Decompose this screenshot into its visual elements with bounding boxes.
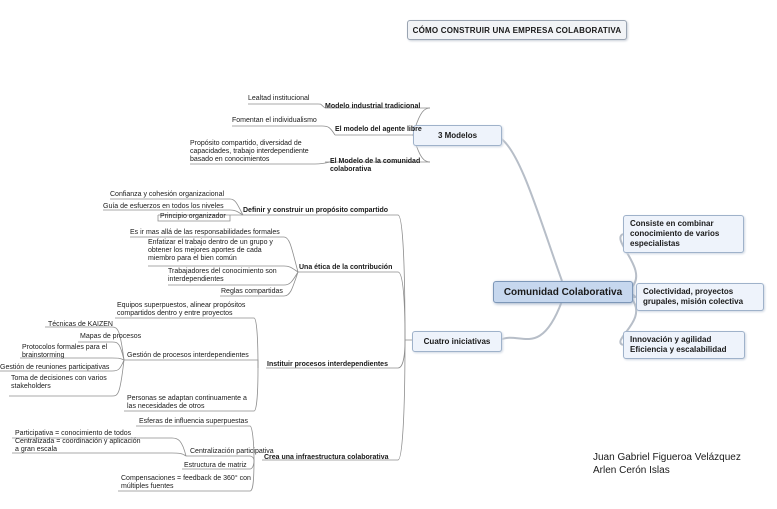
node-cuatro-iniciativas[interactable]: Cuatro iniciativas bbox=[412, 331, 502, 352]
gestion-item-mapas: Mapas de procesos bbox=[80, 333, 142, 340]
proposito-label[interactable]: Definir y construir un propósito compart… bbox=[243, 207, 389, 214]
procesos-equipos: Equipos superpuestos, alinear propósitos… bbox=[117, 302, 246, 317]
etica-detail-1: Es ir mas allá de las responsabilidades … bbox=[130, 229, 280, 236]
etica-detail-4: Reglas compartidas bbox=[221, 288, 283, 295]
procesos-personas: Personas se adaptan continuamente a las … bbox=[127, 395, 247, 410]
right-node-combinar[interactable]: Consiste en combinar conocimiento de var… bbox=[623, 215, 744, 253]
central-topic[interactable]: Comunidad Colaborativa bbox=[493, 281, 633, 303]
right-node-colectividad[interactable]: Colectividad, proyectos grupales, misión… bbox=[636, 283, 764, 311]
gestion-item-stakeholders: Toma de decisiones con varios stakeholde… bbox=[11, 375, 107, 390]
gestion-item-kaizen: Técnicas de KAIZEN bbox=[48, 321, 113, 328]
proposito-detail-2: Guía de esfuerzos en todos los niveles bbox=[103, 203, 224, 210]
author-2: Arlen Cerón Islas bbox=[593, 465, 670, 476]
modelo-agente-detail: Fomentan el individualismo bbox=[232, 117, 317, 124]
node-3-modelos[interactable]: 3 Modelos bbox=[413, 125, 502, 146]
proposito-detail-3: Principio organizador bbox=[160, 213, 226, 220]
procesos-label[interactable]: Instituir procesos interdependientes bbox=[267, 361, 388, 368]
gestion-item-brainstorming: Protocolos formales para el brainstormin… bbox=[22, 344, 108, 359]
procesos-gestion[interactable]: Gestión de procesos interdependientes bbox=[127, 352, 249, 359]
modelo-industrial-detail: Lealtad institucional bbox=[248, 95, 310, 102]
gestion-item-reuniones: Gestión de reuniones participativas bbox=[0, 364, 110, 371]
infra-matriz: Estructura de matriz bbox=[184, 462, 247, 469]
infra-centralizada: Centralizada = coordinación y aplicación… bbox=[15, 438, 141, 453]
infra-compensaciones: Compensaciones = feedback de 360° con mú… bbox=[121, 475, 251, 490]
modelo-comunidad-label[interactable]: El Modelo de la comunidad colaborativa bbox=[330, 158, 421, 173]
modelo-agente-label[interactable]: El modelo del agente libre bbox=[335, 126, 422, 133]
etica-label[interactable]: Una ética de la contribución bbox=[299, 264, 393, 271]
etica-detail-3: Trabajadores del conocimiento son interd… bbox=[168, 268, 277, 283]
infra-centralizacion[interactable]: Centralización participativa bbox=[190, 448, 274, 455]
proposito-detail-1: Confianza y cohesión organizacional bbox=[110, 191, 225, 198]
infra-esferas: Esferas de influencia superpuestas bbox=[139, 418, 248, 425]
author-1: Juan Gabriel Figueroa Velázquez bbox=[593, 452, 741, 463]
etica-detail-2: Enfatizar el trabajo dentro de un grupo … bbox=[148, 239, 273, 262]
page-title: CÓMO CONSTRUIR UNA EMPRESA COLABORATIVA bbox=[407, 20, 627, 40]
right-node-innovacion[interactable]: Innovación y agilidad Eficiencia y escal… bbox=[623, 331, 745, 359]
modelo-industrial-label[interactable]: Modelo industrial tradicional bbox=[325, 103, 421, 110]
infraestructura-label[interactable]: Crea una infraestructura colaborativa bbox=[264, 454, 389, 461]
infra-participativa: Participativa = conocimiento de todos bbox=[15, 430, 132, 437]
modelo-comunidad-detail: Propósito compartido, diversidad de capa… bbox=[190, 140, 309, 163]
